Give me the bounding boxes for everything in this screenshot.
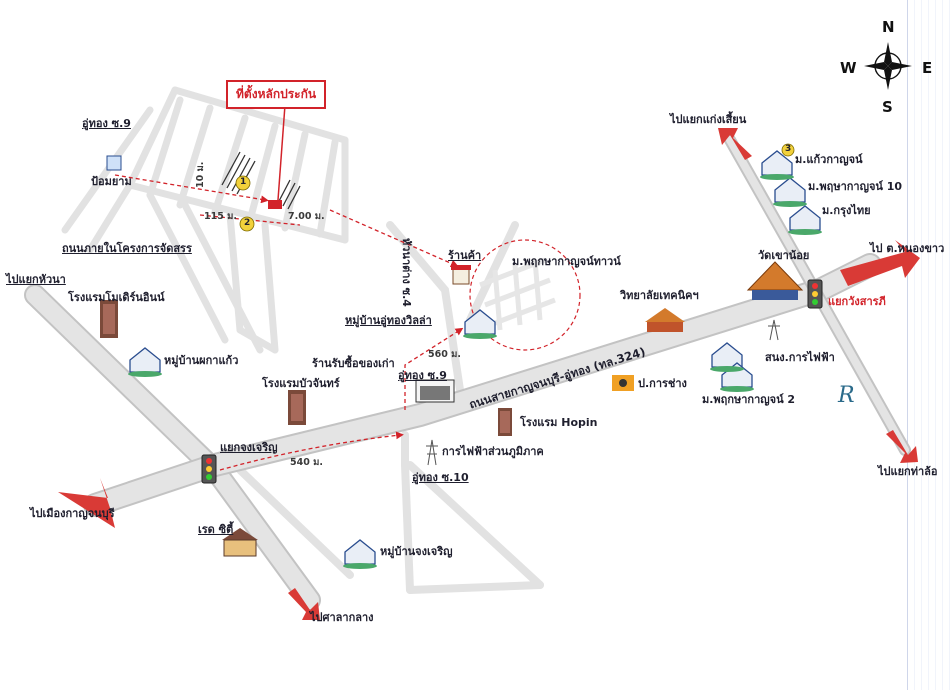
label-m-krungthai: ม.กรุงไทย bbox=[822, 204, 871, 217]
scrap-shop-icon bbox=[415, 379, 455, 403]
shop-icon bbox=[451, 265, 471, 285]
label-hopin-hotel: โรงแรม Hopin bbox=[520, 416, 598, 429]
marker-number-3: 3 bbox=[785, 144, 792, 154]
dist-115m: 115 ม. bbox=[204, 211, 238, 222]
collateral-plot bbox=[268, 200, 282, 209]
label-to-kanchanaburi: ไปเมืองกาญจนบุรี bbox=[30, 507, 115, 520]
callout-leader bbox=[277, 104, 286, 201]
label-ban-uthong-villa: หมู่บ้านอู่ทองวิลล่า bbox=[345, 314, 432, 327]
label-technical-college: วิทยาลัยเทคนิคฯ bbox=[620, 289, 699, 302]
arrow-to-tha-lo bbox=[886, 430, 918, 463]
pea-logo-icon: R bbox=[837, 383, 855, 408]
dist-10m: 10 ม. bbox=[195, 161, 206, 188]
label-to-yaek-kaeng-sian: ไปแยกแก่งเสี้ยน bbox=[670, 113, 747, 126]
secondary-roads bbox=[236, 221, 544, 594]
label-red-city: เรด ซิตี้ bbox=[198, 523, 234, 536]
svg-text:R: R bbox=[837, 383, 855, 408]
traffic-light-icon bbox=[201, 454, 217, 484]
college-icon bbox=[645, 308, 685, 332]
housing-estate-roads bbox=[61, 86, 349, 354]
house-greenery bbox=[128, 174, 822, 569]
arrow-to-san-klang bbox=[288, 588, 320, 620]
compass-e: E bbox=[922, 59, 933, 77]
dist-560m: 560 ม. bbox=[428, 349, 462, 360]
label-to-yaek-hua-na: ไปแยกหัวนา bbox=[6, 273, 66, 286]
hotel-building-icon bbox=[100, 300, 118, 338]
arrow-to-kaeng-sian bbox=[718, 128, 752, 160]
power-tower-icon bbox=[426, 319, 780, 466]
marker-number-1: 1 bbox=[240, 177, 247, 187]
label-yaek-wang-sarapi: แยกวังสารภี bbox=[828, 295, 886, 308]
label-soi10: อู่ทอง ซ.10 bbox=[412, 471, 469, 484]
label-pom-yam: ป้อมยาม bbox=[91, 175, 132, 188]
compass-s: S bbox=[882, 98, 893, 116]
label-ran-kha: ร้านค้า bbox=[448, 249, 482, 262]
dist-540m: 540 ม. bbox=[290, 457, 324, 468]
label-internal-road: ถนนภายในโครงการจัดสรร bbox=[62, 242, 192, 255]
label-to-nong-khao: ไป ต.หนองขาว bbox=[870, 242, 945, 255]
direction-arrows bbox=[58, 128, 920, 620]
label-hua-na-tang: หัวนาต่าง ซ.4 bbox=[400, 238, 413, 307]
numbered-markers bbox=[235, 143, 795, 232]
label-m-phruksa-2: ม.พฤกษากาญจน์ 2 bbox=[702, 393, 796, 406]
label-p-kanchang: ป.การช่าง bbox=[638, 377, 687, 390]
temple-icon bbox=[746, 261, 804, 300]
label-pea-station: สนง.การไฟฟ้า bbox=[765, 351, 835, 364]
label-bua-chan-hotel: โรงแรมบัวจันทร์ bbox=[262, 377, 340, 390]
restaurant-icon bbox=[612, 375, 634, 391]
label-ban-phaka-kaeo: หมู่บ้านผกาแก้ว bbox=[164, 354, 239, 367]
label-pea-regional: การไฟฟ้าส่วนภูมิภาค bbox=[442, 445, 544, 458]
compass-rose-icon bbox=[864, 42, 912, 90]
label-modern-inn: โรงแรมโมเดิร์นอินน์ bbox=[68, 291, 165, 304]
traffic-light-icon bbox=[807, 279, 823, 309]
arrow-to-nong-khao bbox=[840, 240, 920, 286]
label-m-phruksa-10: ม.พฤษากาญจน์ 10 bbox=[808, 180, 903, 193]
label-rab-sue: ร้านรับซื้อของเก่า bbox=[312, 357, 395, 370]
label-wat-khao-noi: วัดเขาน้อย bbox=[758, 249, 810, 262]
page-edge-strip bbox=[907, 0, 950, 690]
phruksa-town-grid bbox=[479, 257, 556, 331]
label-soi9-top: อู่ทอง ซ.9 bbox=[82, 117, 131, 130]
label-yaek-chong-charoen: แยกจงเจริญ bbox=[220, 441, 278, 454]
label-soi9-mid: อู่ทอง ซ.9 bbox=[398, 369, 447, 382]
arrow-to-kanchanaburi bbox=[58, 478, 115, 528]
guard-post-icon bbox=[106, 155, 122, 171]
label-m-kaeo-kan: ม.แก้วกาญจน์ bbox=[795, 153, 863, 166]
compass-n: N bbox=[882, 18, 895, 36]
label-to-san-klang: ไปศาลากลาง bbox=[310, 611, 374, 624]
dist-7m: 7.00 ม. bbox=[288, 211, 325, 222]
hotel-building-icon bbox=[288, 390, 306, 425]
collateral-location-callout: ที่ตั้งหลักประกัน bbox=[226, 80, 327, 109]
label-phruksa-town: ม.พฤกษากาญจน์ทาวน์ bbox=[512, 255, 621, 268]
plot-rows bbox=[221, 151, 301, 210]
label-to-yaek-tha-lo: ไปแยกท่าล้อ bbox=[878, 465, 938, 478]
marker-number-2: 2 bbox=[244, 218, 251, 228]
red-city-icon bbox=[222, 528, 258, 557]
compass-w: W bbox=[840, 59, 857, 77]
house-icon bbox=[129, 150, 821, 565]
distance-lines bbox=[114, 174, 581, 471]
hotel-building-icon bbox=[498, 408, 512, 436]
label-ban-chong-charoen: หมู่บ้านจงเจริญ bbox=[380, 545, 453, 558]
